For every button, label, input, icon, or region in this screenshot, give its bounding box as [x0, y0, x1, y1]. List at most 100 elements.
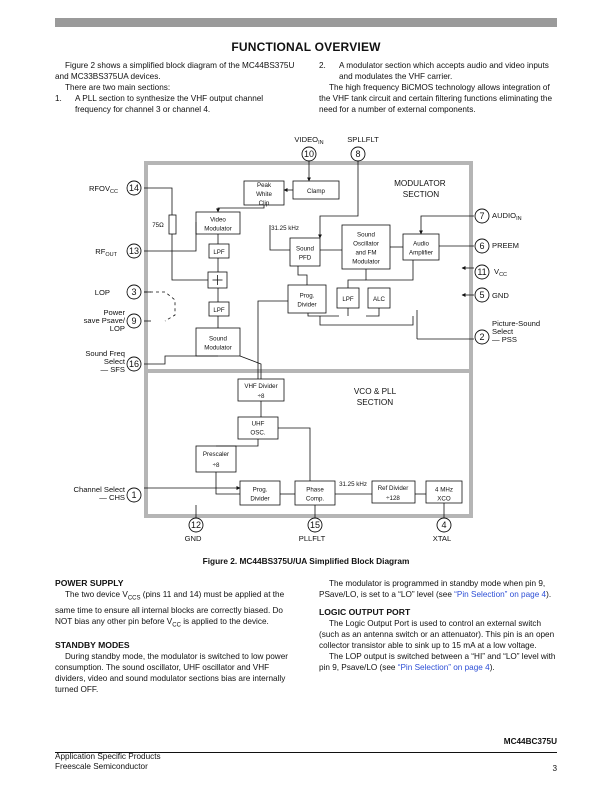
ref-divider-value: ÷128 [386, 495, 400, 502]
freq-label-2: 31.25 kHz [339, 481, 367, 488]
vhf-divider-value: ÷8 [258, 393, 265, 400]
pin-label-psave-3: LOP [110, 324, 125, 333]
vcc-text: V [494, 267, 500, 276]
list-item-1: 1.A PLL section to synthesize the VHF ou… [55, 93, 295, 115]
vco-section-line: VCO & PLL [354, 387, 397, 396]
footer-line-2: Freescale Semiconductor [55, 762, 148, 771]
lower-left-column: POWER SUPPLY The two device VCCS (pins 1… [55, 578, 295, 695]
power-supply-text: The two device VCCS (pins 11 and 14) mus… [55, 589, 295, 631]
lop-switch-text: The LOP output is switched between a “HI… [319, 651, 559, 673]
sound-pfd-label-line: Sound [296, 246, 314, 253]
pin-label-psave-2: save Psave/ [84, 316, 126, 325]
ps-sub-b: CC [172, 622, 181, 629]
video-modulator-label-line: Modulator [204, 226, 232, 233]
audioin-text: AUDIO [492, 211, 516, 220]
videoin-sub: IN [318, 140, 324, 146]
pin-label-videoin: VIDEOIN [294, 135, 323, 146]
prescaler-label: Prescaler [203, 451, 229, 458]
intro-left-column: Figure 2 shows a simplified block diagra… [55, 60, 295, 115]
pin-label-gnd-bottom: GND [185, 534, 202, 543]
pin-label-psave-1: Power [103, 308, 125, 317]
peak-white-clip-label-line: White [256, 191, 272, 198]
vcc-sub: CC [499, 272, 507, 278]
sound-osc-label-line: and FM [356, 250, 377, 257]
rc-p1-a: The modulator is programmed in standby m… [319, 579, 546, 599]
pin-label-gnd-right: GND [492, 291, 509, 300]
intro-paragraph-3: The high frequency BiCMOS technology all… [319, 83, 553, 114]
uhf-osc-label-line: OSC. [250, 430, 265, 437]
prog-divider-label-2-line: Divider [250, 496, 269, 503]
pin-7-number: 7 [479, 211, 484, 221]
audio-amplifier-label-line: Audio [413, 241, 429, 248]
lpf-label-1: LPF [213, 249, 225, 256]
pin-10-number: 10 [304, 149, 314, 159]
pin-16-number: 16 [129, 359, 139, 369]
block-diagram: 14 13 3 9 16 1 10 8 7 6 11 5 2 12 15 4 M… [73, 135, 540, 543]
pin-selection-link-1[interactable]: “Pin Selection” on page 4 [454, 590, 547, 599]
pin-label-rfout: RFOUT [95, 247, 117, 258]
rfovcc-sub: CC [110, 189, 118, 195]
prog-divider-label-1-line: Divider [297, 302, 316, 309]
lpf-label-2: LPF [213, 307, 225, 314]
rc-p1-b: ). [546, 590, 552, 599]
audioin-sub: IN [516, 216, 522, 222]
document-number: MC44BC375U [503, 737, 557, 746]
pin-label-rfovcc: RFOVCC [89, 184, 118, 195]
phase-comp-label-line: Phase [306, 487, 324, 494]
section-title: FUNCTIONAL OVERVIEW [231, 40, 381, 54]
alc-label: ALC [373, 296, 386, 303]
pin-label-splflt: SPLLFLT [347, 135, 379, 144]
sound-pfd-block [289, 237, 321, 267]
audio-amplifier-label-line: Amplifier [409, 250, 433, 257]
logic-output-heading: LOGIC OUTPUT PORT [319, 607, 411, 617]
pin-label-pss-3: — PSS [492, 335, 517, 344]
list-text-2: A modulator section which accepts audio … [339, 61, 549, 81]
pin-8-number: 8 [355, 149, 360, 159]
standby-text: During standby mode, the modulator is sw… [55, 652, 288, 695]
xco-label-line: 4 MHz [435, 487, 453, 494]
rfout-text: RF [95, 247, 105, 256]
pin-label-chs-2: — CHS [99, 493, 125, 502]
sound-modulator-label-line: Sound [209, 336, 227, 343]
pin-label-sfs-3: — SFS [101, 365, 125, 374]
pin-11-number: 11 [477, 267, 486, 277]
pin-selection-link-2[interactable]: “Pin Selection” on page 4 [397, 663, 490, 672]
lpf-label-3: LPF [342, 296, 354, 303]
power-supply-heading: POWER SUPPLY [55, 578, 124, 588]
prescaler-value: ÷8 [213, 462, 220, 469]
lpf-block-2 [208, 301, 230, 317]
sound-osc-label-line: Modulator [352, 259, 380, 266]
phase-comp-label-line: Comp. [306, 496, 325, 503]
prog-divider-block-1 [287, 284, 327, 314]
pin-9-number: 9 [131, 316, 136, 326]
figure-caption: Figure 2. MC44BS375U/UA Simplified Block… [202, 556, 410, 566]
xco-label-line: XCO [437, 496, 451, 503]
lower-right-column: The modulator is programmed in standby m… [319, 578, 559, 673]
pin-label-xtal: XTAL [433, 534, 451, 543]
pin-circles [126, 146, 490, 533]
ref-divider-block [371, 480, 416, 504]
standby-heading: STANDBY MODES [55, 640, 130, 651]
vhf-divider-label: VHF Divider [244, 383, 277, 390]
ps-text-c: is applied to the device. [180, 616, 269, 626]
pin-label-pllflt: PLLFLT [299, 534, 326, 543]
pin-label-chs-1: Channel Select [73, 485, 125, 494]
pin-14-number: 14 [129, 183, 139, 193]
list-number-2: 2. [319, 61, 326, 70]
freq-label-1: 31.25 kHz [271, 225, 299, 232]
prog-divider-label-2: Prog.Divider [250, 487, 269, 503]
pin-label-audioin: AUDIOIN [492, 211, 522, 222]
header-bar [55, 18, 557, 27]
prog-divider-block-2 [239, 480, 281, 506]
list-item-2: 2. A modulator section which accepts audi… [319, 60, 559, 82]
standby-programming-text: The modulator is programmed in standby m… [319, 578, 559, 600]
logic-output-text: The Logic Output Port is used to control… [319, 619, 555, 650]
footer-text: Application Specific Products Freescale … [55, 752, 161, 772]
pin-13-number: 13 [129, 246, 139, 256]
